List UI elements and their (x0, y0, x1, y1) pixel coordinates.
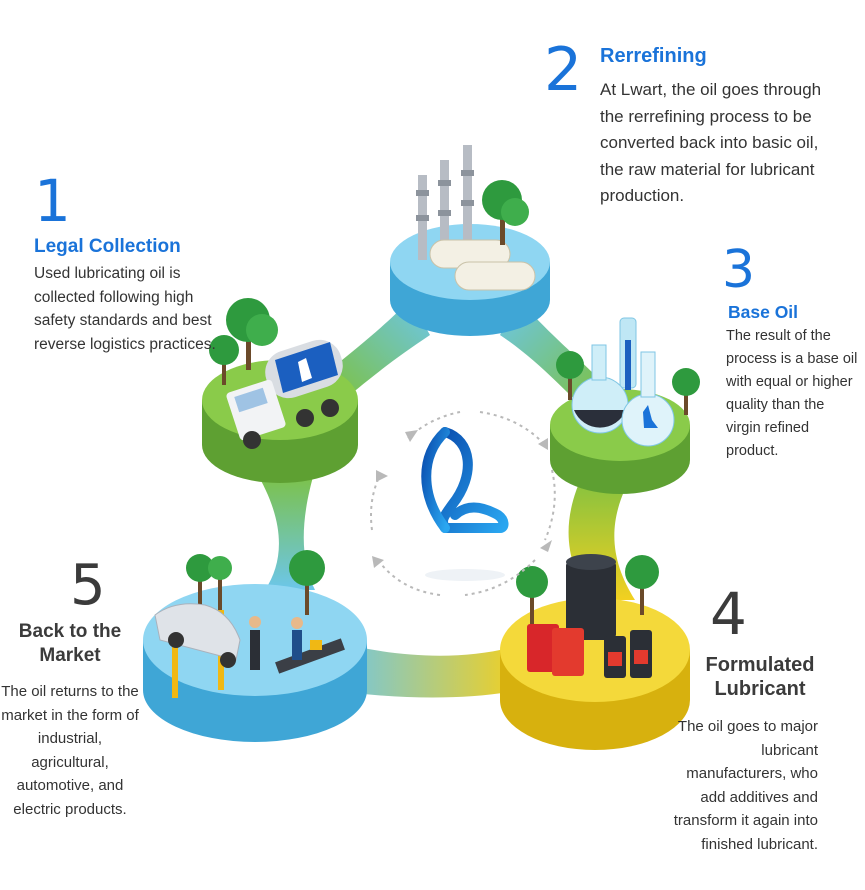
refinery-icon (416, 145, 536, 291)
cycle-arrowheads (372, 430, 552, 568)
market-workshop-icon (154, 603, 345, 698)
lubricant-barrels-icon (527, 554, 652, 678)
step-3-base-oil: 3 Base Oil The result of the process is … (700, 244, 860, 463)
step-description: Used lubricating oil is collected follow… (34, 265, 216, 353)
step-title: Formulated Lubricant (705, 654, 815, 700)
step-number: 3 (722, 240, 756, 300)
base-oil-island (550, 317, 700, 494)
tree-icon (556, 351, 700, 415)
step-number: 4 (710, 580, 747, 648)
step-description: The result of the process is a base oil … (726, 328, 858, 459)
tree-icon (209, 298, 278, 385)
step-title: Base Oil (728, 302, 799, 322)
collection-truck-icon (226, 339, 343, 449)
step-description: The oil goes to major lubricant manufact… (673, 718, 818, 853)
tree-icon (482, 180, 529, 245)
step-description: The oil returns to the market in the for… (1, 683, 139, 818)
step-number: 1 (34, 167, 71, 235)
step-number: 2 (544, 35, 583, 105)
step-title: Back to the Market (18, 621, 122, 666)
base-oil-flasks-icon (571, 317, 675, 447)
step-5-back-to-market: 5 Back to the Market The oil returns to … (0, 558, 150, 821)
step-title: Legal Collection (34, 236, 181, 257)
step-number: 5 (70, 553, 106, 618)
tree-icon (516, 555, 659, 625)
step-title: Rerrefining (600, 45, 707, 67)
tree-icon (186, 550, 325, 615)
collection-island (202, 298, 358, 483)
market-island (143, 550, 367, 742)
step-description: At Lwart, the oil goes through the rerre… (600, 80, 822, 205)
step-4-formulated-lubricant: 4 Formulated Lubricant The oil goes to m… (674, 580, 860, 856)
lwart-logo-icon (421, 427, 509, 581)
lubricant-island (500, 554, 690, 750)
step-1-legal-collection: 1 Legal Collection Used lubricating oil … (34, 172, 234, 356)
refinery-island (390, 145, 550, 336)
